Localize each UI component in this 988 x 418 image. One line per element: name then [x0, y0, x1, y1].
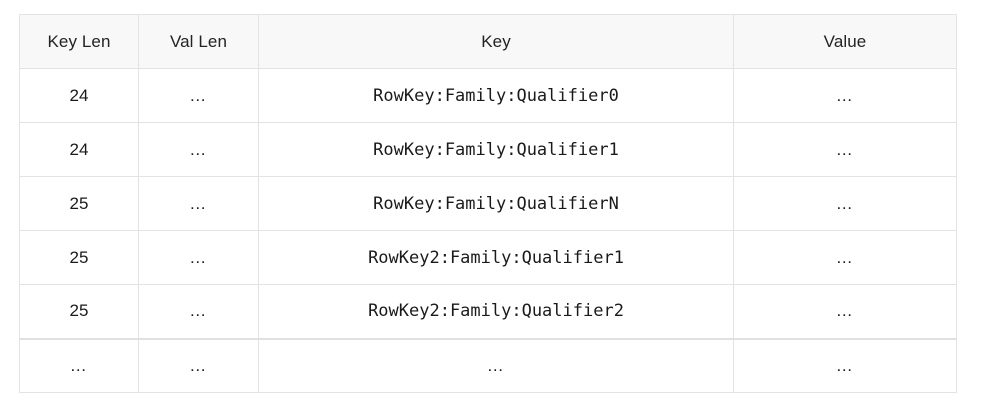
cell-value: …: [733, 337, 957, 393]
column-header-key: Key: [258, 14, 734, 69]
cell-key-len: 24: [19, 68, 139, 123]
table-row: 24 … RowKey:Family:Qualifier1 …: [19, 122, 957, 177]
cell-val-len: …: [138, 122, 259, 177]
table-body: 24 … RowKey:Family:Qualifier0 … 24 … Row…: [19, 68, 957, 393]
cell-value: …: [733, 176, 957, 231]
table-row: 25 … RowKey2:Family:Qualifier1 …: [19, 230, 957, 285]
column-header-val-len: Val Len: [138, 14, 259, 69]
table-header-row: Key Len Val Len Key Value: [19, 14, 957, 69]
column-header-value: Value: [733, 14, 957, 69]
cell-val-len: …: [138, 230, 259, 285]
cell-key: RowKey:Family:Qualifier0: [258, 68, 734, 123]
cell-val-len: …: [138, 68, 259, 123]
cell-val-len: …: [138, 337, 259, 393]
cell-key-len: 24: [19, 122, 139, 177]
key-value-table: Key Len Val Len Key Value 24 … RowKey:Fa…: [19, 14, 957, 393]
cell-value: …: [733, 122, 957, 177]
cell-key: RowKey:Family:Qualifier1: [258, 122, 734, 177]
cell-value: …: [733, 284, 957, 339]
cell-key-len: 25: [19, 284, 139, 339]
table-row: 25 … RowKey:Family:QualifierN …: [19, 176, 957, 231]
cell-key: RowKey:Family:QualifierN: [258, 176, 734, 231]
column-header-key-len: Key Len: [19, 14, 139, 69]
table-container: Key Len Val Len Key Value 24 … RowKey:Fa…: [19, 14, 957, 398]
cell-key: RowKey2:Family:Qualifier2: [258, 284, 734, 339]
table-row: 24 … RowKey:Family:Qualifier0 …: [19, 68, 957, 123]
cell-key-len: 25: [19, 230, 139, 285]
cell-val-len: …: [138, 176, 259, 231]
cell-key-len: 25: [19, 176, 139, 231]
table-row: 25 … RowKey2:Family:Qualifier2 …: [19, 284, 957, 339]
cell-key: RowKey2:Family:Qualifier1: [258, 230, 734, 285]
cell-key: …: [258, 337, 734, 393]
table-header: Key Len Val Len Key Value: [19, 14, 957, 69]
table-row: … … … …: [19, 337, 957, 393]
cell-key-len: …: [19, 337, 139, 393]
cell-val-len: …: [138, 284, 259, 339]
cell-value: …: [733, 230, 957, 285]
cell-value: …: [733, 68, 957, 123]
